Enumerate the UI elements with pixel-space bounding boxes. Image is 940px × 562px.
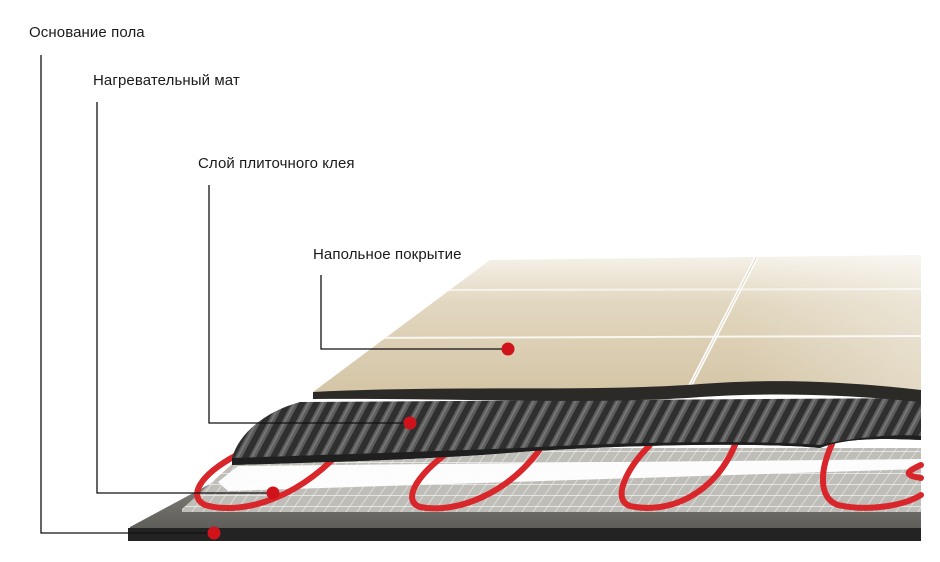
label-floor-base: Основание пола (29, 24, 145, 41)
leader-line-mat (96, 102, 273, 494)
leader-line-glue (208, 185, 410, 424)
marker-dot-floor (501, 342, 515, 356)
label-heating-mat: Нагревательный мат (93, 72, 240, 89)
marker-dot-glue (403, 416, 417, 430)
heating-mat-mesh (182, 448, 921, 512)
marker-dot-base (207, 526, 221, 540)
label-floor-covering: Напольное покрытие (313, 246, 462, 263)
tile-adhesive-layer (232, 398, 921, 465)
leader-line-floor (320, 275, 508, 350)
leader-line-base (40, 55, 214, 534)
floor-covering-tiles (313, 255, 922, 402)
leader-lines (40, 55, 508, 534)
label-tile-adhesive: Слой плиточного клея (198, 155, 355, 172)
marker-dot-mat (266, 486, 280, 500)
heating-cable (194, 437, 924, 512)
